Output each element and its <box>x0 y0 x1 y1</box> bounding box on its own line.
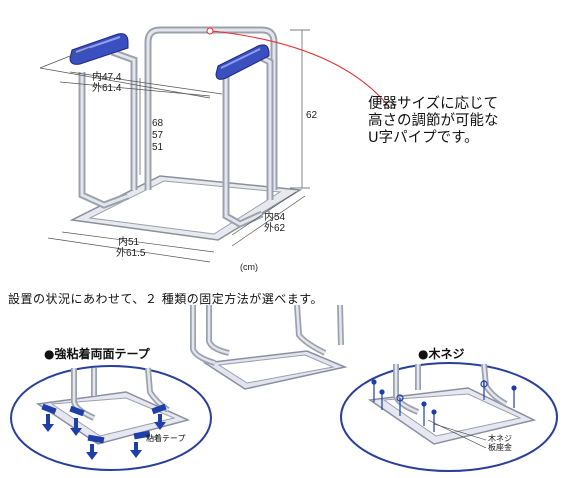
center-frame-illustration <box>175 305 355 395</box>
tape-method-drawing <box>10 365 212 471</box>
callout-text: 便器サイズに応じて 高さの調節が可能な U字パイプです。 <box>368 96 499 147</box>
toilet-frame-drawing <box>39 26 391 263</box>
unit-label: (cm) <box>240 262 258 272</box>
screw-label: 木ネジ 板座金 <box>488 434 512 452</box>
depth-outer-label: 外62 <box>264 223 286 234</box>
seat-height-51: 51 <box>152 142 164 153</box>
callout-line-1: 便器サイズに応じて <box>368 96 499 112</box>
callout-line-2: 高さの調節が可能な <box>368 113 499 129</box>
base-outer-width-label: 外61.5 <box>116 248 146 259</box>
tape-method-title: ●強粘着両面テープ <box>44 347 150 361</box>
fixing-method-caption: 設置の状況にあわせて、２ 種類の固定方法が選べます。 <box>8 292 324 306</box>
screw-method-bubble: 木ネジ 板座金 <box>338 360 560 474</box>
total-height-label: 62 <box>306 110 318 121</box>
right-grip <box>215 44 270 80</box>
screw-label-washer: 板座金 <box>488 443 512 452</box>
tape-label: 粘着テープ <box>146 434 186 443</box>
base-frame-drawing <box>190 305 348 390</box>
tape-method-bubble: 粘着テープ <box>8 362 214 474</box>
screw-label-wood-screw: 木ネジ <box>488 434 512 443</box>
inner-width-label: 内47.4 <box>92 72 122 83</box>
seat-height-57: 57 <box>152 130 164 141</box>
product-illustration: 内47.4 外61.4 68 57 51 62 内51 外61.5 内54 外6… <box>39 26 499 272</box>
callout-line-3: U字パイプです。 <box>368 130 479 146</box>
base-inner-width-label: 内51 <box>118 237 140 248</box>
left-grip <box>69 33 129 65</box>
screw-method-title: ●木ネジ <box>418 347 465 361</box>
depth-inner-label: 内54 <box>264 212 286 223</box>
screw-method-drawing <box>340 362 558 472</box>
outer-width-label: 外61.4 <box>92 83 122 94</box>
seat-height-68: 68 <box>152 118 164 129</box>
